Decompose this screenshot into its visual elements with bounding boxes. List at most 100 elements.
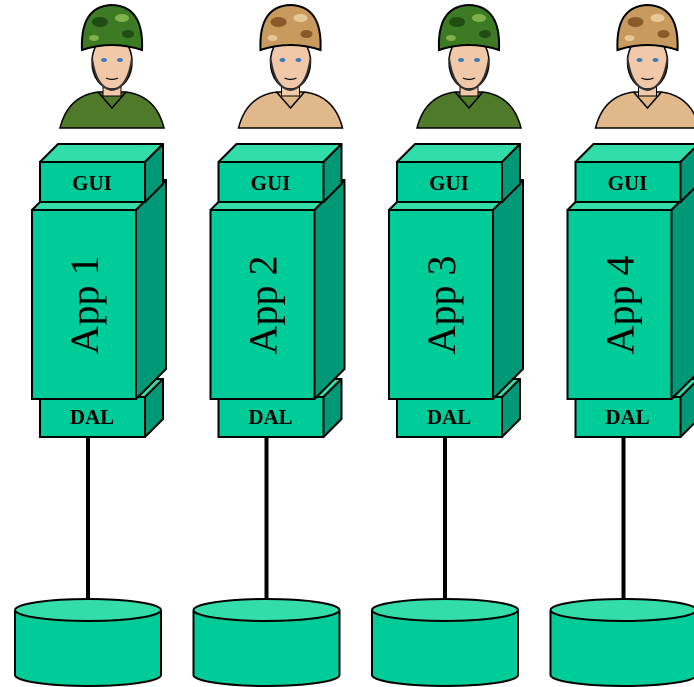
- eye-right: [652, 58, 659, 62]
- cylinder-top: [371, 598, 519, 622]
- eye-left: [101, 58, 107, 62]
- camo-patch: [270, 17, 287, 27]
- chin-strap: [448, 57, 490, 92]
- helmet-shape: [80, 3, 144, 52]
- collar-line: [275, 91, 306, 110]
- collar-line: [632, 91, 663, 110]
- soldier-icon: [59, 3, 165, 129]
- app-stack-3: GUI DAL App 3: [371, 3, 524, 687]
- app-label: App 2: [241, 256, 286, 355]
- mouth-line: [105, 77, 119, 81]
- stacks-layer: GUI DAL App 1 GUI DAL App 2 GUI DAL App 3 GUI DAL A…: [14, 3, 694, 687]
- uniform-shape: [59, 91, 165, 129]
- dal-label: DAL: [605, 405, 649, 429]
- camo-patch: [89, 35, 99, 41]
- camo-patch: [92, 17, 108, 27]
- collar-line: [97, 91, 127, 110]
- camo-patch: [650, 14, 665, 22]
- dal-box-front: [39, 396, 146, 438]
- gui-box-front: [39, 161, 146, 203]
- uniform-shape: [594, 91, 694, 129]
- soldier-icon: [237, 3, 344, 129]
- gui-box: [39, 143, 164, 203]
- app-box-front: [388, 209, 494, 400]
- mouth-line: [462, 77, 476, 81]
- dal-label: DAL: [248, 405, 292, 429]
- eye-right: [474, 58, 480, 62]
- helmet-shape: [437, 3, 501, 52]
- camo-patch: [115, 14, 129, 22]
- gui-box-top: [39, 143, 164, 163]
- dal-box-front: [217, 396, 325, 438]
- helmet-shape: [259, 3, 322, 52]
- camo-patch: [479, 30, 491, 38]
- app-box-side: [313, 179, 346, 400]
- app-box: [566, 179, 694, 400]
- camo-patch: [627, 17, 644, 27]
- uniform-shape: [237, 91, 344, 129]
- app-stack-4: GUI DAL App 4: [549, 3, 694, 687]
- dal-box-front: [396, 396, 503, 438]
- database-icon: [549, 598, 694, 687]
- soldier-icon: [416, 3, 522, 129]
- camo-patch: [624, 35, 635, 41]
- gui-box-front: [217, 161, 325, 203]
- app-label: App 1: [62, 256, 107, 355]
- eye-left: [279, 58, 286, 62]
- database-icon: [371, 598, 519, 687]
- gui-box-front: [396, 161, 503, 203]
- cylinder-body: [371, 610, 519, 687]
- gui-box-top: [217, 143, 343, 163]
- camo-patch: [657, 30, 670, 38]
- camo-patch: [472, 14, 486, 22]
- dal-label: DAL: [70, 405, 114, 429]
- gui-box: [217, 143, 343, 203]
- app-box-front: [566, 209, 673, 400]
- app-box-front: [31, 209, 137, 400]
- eye-right: [117, 58, 123, 62]
- soldier-icon: [594, 3, 694, 129]
- cylinder-top: [192, 598, 341, 622]
- gui-label: GUI: [72, 171, 112, 195]
- app-box-side: [670, 186, 694, 400]
- camo-patch: [300, 30, 313, 38]
- cylinder-top: [14, 598, 162, 622]
- gui-box-top: [396, 143, 521, 163]
- database-icon: [192, 598, 341, 687]
- helmet-shape: [616, 3, 679, 52]
- uniform-shape: [416, 91, 522, 129]
- chin-strap: [91, 57, 133, 92]
- camo-patch: [449, 17, 465, 27]
- collar-line: [454, 91, 484, 110]
- cylinder-body: [192, 610, 341, 687]
- app-box-side: [492, 179, 524, 400]
- camo-patch: [446, 35, 456, 41]
- chin-strap: [626, 57, 669, 92]
- app-label: App 4: [598, 256, 643, 355]
- dal-label: DAL: [427, 405, 471, 429]
- cylinder-body: [549, 610, 694, 687]
- camo-patch: [267, 35, 278, 41]
- mouth-line: [641, 77, 654, 81]
- eye-left: [636, 58, 643, 62]
- app-box: [209, 179, 346, 400]
- gui-box-front: [574, 161, 682, 203]
- gui-label: GUI: [608, 171, 648, 195]
- gui-label: GUI: [429, 171, 469, 195]
- chin-strap: [269, 57, 312, 92]
- gui-box: [396, 143, 521, 203]
- gui-box: [574, 143, 694, 203]
- database-icon: [14, 598, 162, 687]
- gui-box-top: [574, 143, 694, 163]
- app-box-front: [209, 209, 316, 400]
- gui-label: GUI: [251, 171, 291, 195]
- app-label: App 3: [419, 256, 464, 355]
- mouth-line: [284, 77, 297, 81]
- cylinder-top: [549, 598, 694, 622]
- app-stack-2: GUI DAL App 2: [192, 3, 346, 687]
- camo-patch: [293, 14, 308, 22]
- app-box-side: [135, 179, 167, 400]
- eye-right: [295, 58, 302, 62]
- cylinder-body: [14, 610, 162, 687]
